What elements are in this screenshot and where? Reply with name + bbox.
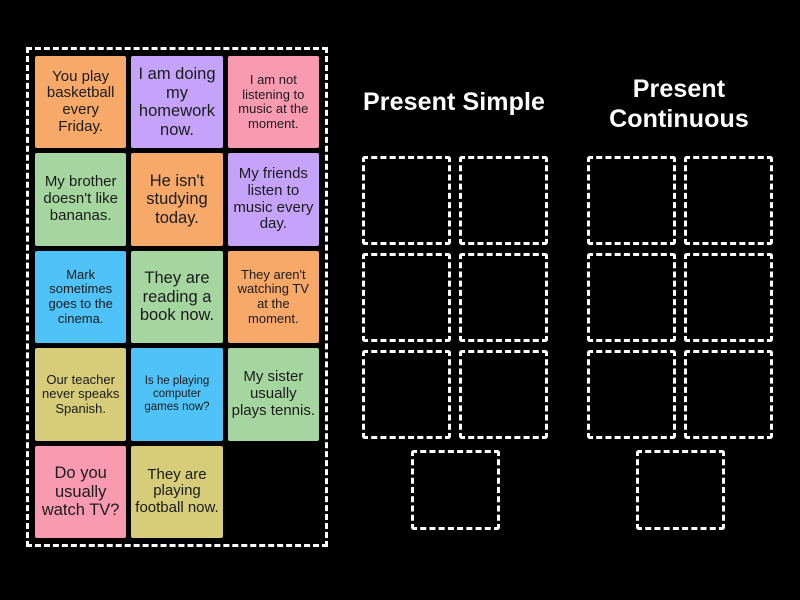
word-card[interactable]: My brother doesn't like bananas.: [35, 153, 127, 246]
category-column-present-simple: Present Simple: [340, 0, 568, 600]
word-card[interactable]: They are reading a book now.: [131, 250, 223, 344]
drop-slot-present-continuous-3[interactable]: [587, 253, 676, 342]
drop-slot-present-simple-5[interactable]: [362, 350, 451, 439]
drop-slot-grid-present-simple: [362, 156, 548, 439]
drop-slot-present-continuous-2[interactable]: [684, 156, 773, 245]
word-cards-grid: You play basketball every Friday.I am do…: [35, 56, 319, 538]
word-card[interactable]: I am doing my homework now.: [131, 56, 223, 149]
word-card[interactable]: My friends listen to music every day.: [227, 153, 319, 246]
word-card[interactable]: You play basketball every Friday.: [35, 56, 127, 149]
drop-slot-present-simple-6[interactable]: [459, 350, 548, 439]
drop-slot-extra-wrap-present-continuous: [587, 450, 773, 530]
category-column-present-continuous: Present Continuous: [565, 0, 793, 600]
word-card[interactable]: Is he playing computer games now?: [131, 348, 223, 441]
drop-slot-present-continuous-1[interactable]: [587, 156, 676, 245]
drop-slot-present-simple-1[interactable]: [362, 156, 451, 245]
drop-slot-present-simple-2[interactable]: [459, 156, 548, 245]
word-cards-tray[interactable]: You play basketball every Friday.I am do…: [26, 47, 328, 547]
drop-slot-present-simple-3[interactable]: [362, 253, 451, 342]
word-card[interactable]: My sister usually plays tennis.: [227, 348, 319, 441]
drop-slot-present-continuous-7[interactable]: [635, 450, 725, 530]
drop-slot-extra-wrap-present-simple: [362, 450, 548, 530]
word-card[interactable]: Our teacher never speaks Spanish.: [35, 348, 127, 441]
word-card[interactable]: They are playing football now.: [131, 445, 223, 538]
drop-slot-present-continuous-6[interactable]: [684, 350, 773, 439]
drop-slot-present-continuous-4[interactable]: [684, 253, 773, 342]
drop-slot-present-simple-4[interactable]: [459, 253, 548, 342]
word-card[interactable]: They aren't watching TV at the moment.: [227, 250, 319, 344]
drop-slot-present-continuous-5[interactable]: [587, 350, 676, 439]
word-card[interactable]: I am not listening to music at the momen…: [227, 56, 319, 149]
category-title-present-continuous: Present Continuous: [609, 75, 749, 133]
word-card[interactable]: Do you usually watch TV?: [35, 445, 127, 538]
word-card[interactable]: He isn't studying today.: [131, 153, 223, 246]
category-title-present-simple: Present Simple: [362, 88, 546, 116]
drop-slot-grid-present-continuous: [587, 156, 773, 439]
word-card[interactable]: Mark sometimes goes to the cinema.: [35, 250, 127, 344]
drop-slot-present-simple-7[interactable]: [410, 450, 500, 530]
card-slot-empty: [228, 446, 319, 538]
